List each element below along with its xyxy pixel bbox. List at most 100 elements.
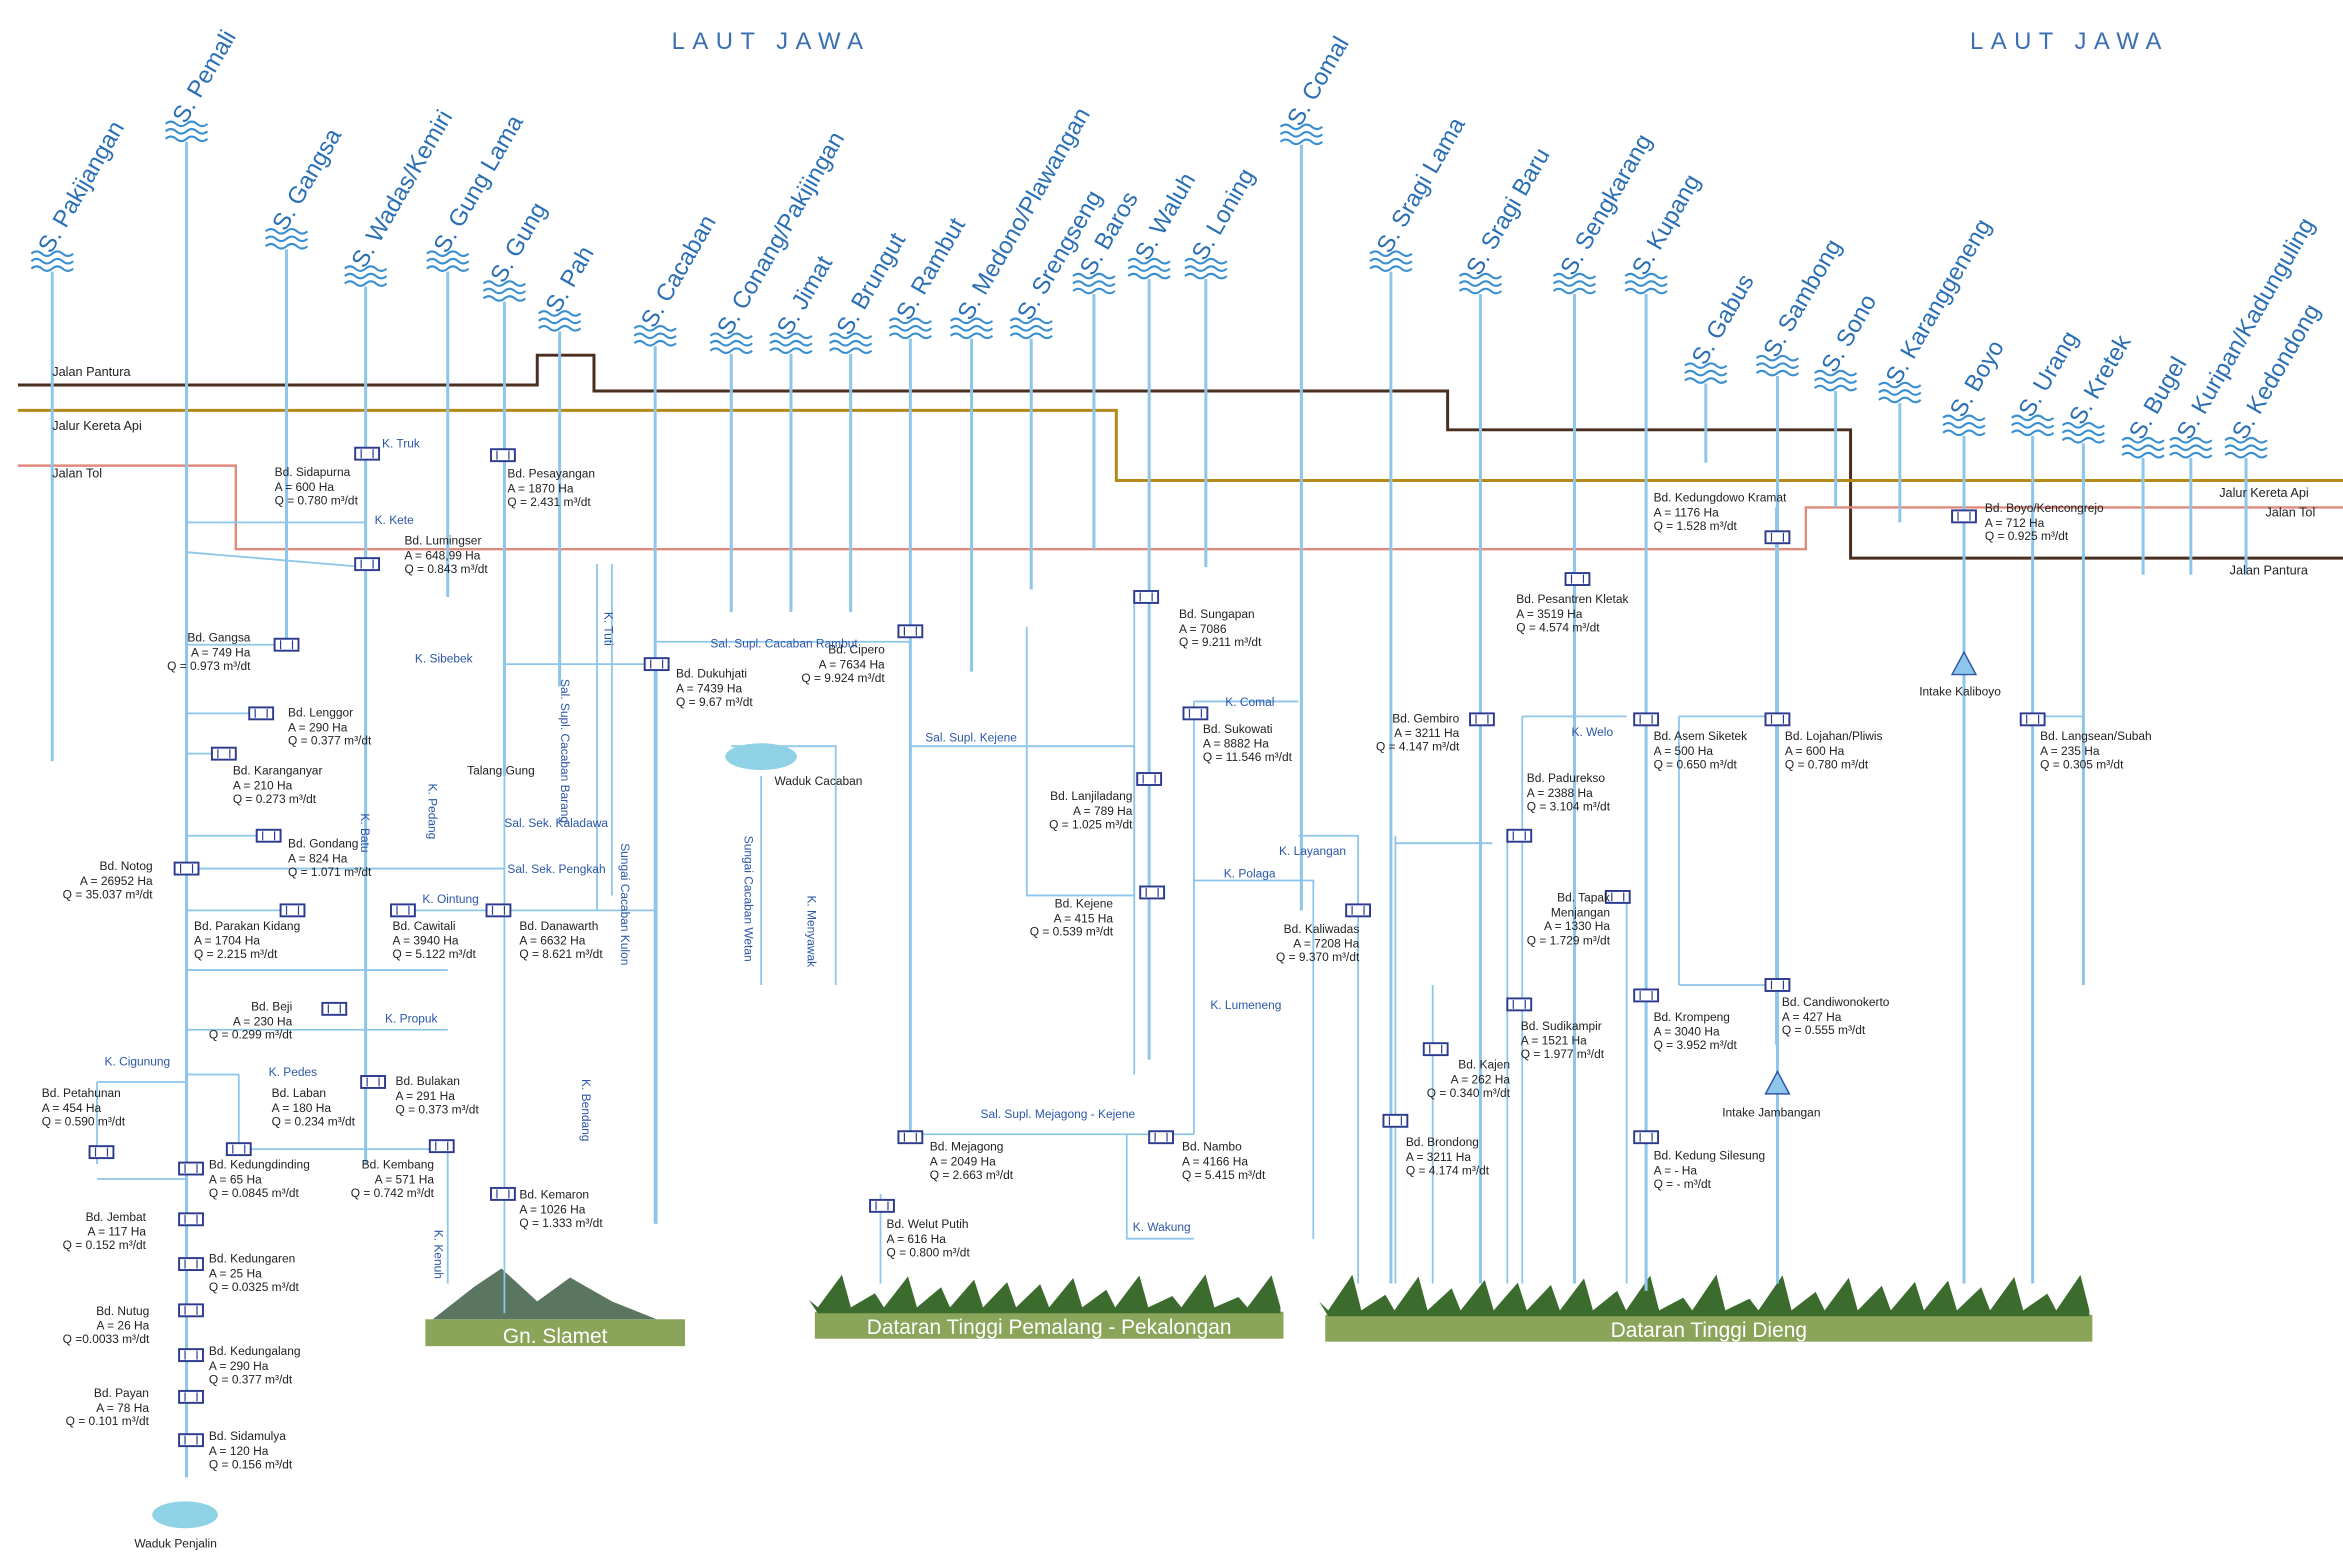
weir-label-line: Bd. Beji [251, 999, 293, 1014]
road-pantura [17, 353, 2343, 560]
road-label-kereta: Jalur Kereta Api [52, 417, 142, 433]
wave-icon [829, 339, 873, 347]
weir-label-line: A = 230 Ha [232, 1014, 293, 1028]
channel-label: K. Pedes [268, 1065, 318, 1080]
weir-label-line: Bd. Gembiro [1392, 711, 1460, 726]
weir-label-line: A = 616 Ha [886, 1231, 946, 1246]
canal-line [1025, 626, 1136, 897]
channel-label: K. Lumeneng [1210, 998, 1282, 1012]
weir-label-line: A = 571 Ha [374, 1172, 435, 1186]
weir-label-line: Bd. Tapak [1557, 890, 1611, 905]
weir-label-line: Q = 4.174 m³/dt [1405, 1164, 1490, 1178]
weir-label-line: A = 1870 Ha [507, 481, 574, 495]
weir-label-line: A = 7634 Ha [818, 657, 885, 671]
weir-label-line: Q = 0.742 m³/dt [350, 1186, 435, 1200]
weir-label-line: Bd. Kedungalang [208, 1344, 301, 1359]
wave-icon [482, 287, 527, 295]
weir-label-line: Q = 1.071 m³/dt [288, 865, 372, 880]
sluice-icon [897, 1130, 924, 1145]
sluice-icon [1422, 1042, 1449, 1057]
place-label: Intake Kaliboyo [1919, 685, 2001, 699]
wave-icon [1942, 414, 1986, 422]
sluice-icon [1764, 712, 1791, 727]
wave-icon [949, 317, 994, 325]
sluice-icon [360, 1075, 387, 1089]
channel-label: K. Wakung [1132, 1220, 1191, 1235]
wave-icon [1458, 287, 1503, 295]
wave-icon [344, 280, 388, 287]
sluice-icon [1133, 590, 1160, 604]
wave-icon [164, 128, 209, 135]
wave-icon [1684, 362, 1728, 369]
weir-label-line: Q = - m³/dt [1653, 1177, 1711, 1191]
wave-icon [426, 257, 470, 265]
weir-label-line: Bd. Kembang [361, 1158, 435, 1172]
weir-label-line: Q = 4.147 m³/dt [1375, 740, 1460, 754]
weir-label-line: Q = 0.0845 m³/dt [208, 1186, 299, 1200]
weir-label-line: A = 3040 Ha [1653, 1024, 1720, 1038]
weir-label-line: Bd. Kajen [1458, 1058, 1511, 1072]
weir-label-line: Q =0.0033 m³/dt [62, 1332, 150, 1347]
weir-label-line: Bd. Kemaron [519, 1187, 590, 1202]
weir-label-line: A = 117 Ha [87, 1224, 146, 1238]
sluice-icon [178, 1212, 204, 1227]
wave-icon [1127, 265, 1171, 272]
channel-label: K. Comal [1225, 695, 1275, 709]
weir-label-line: Q = 0.0325 m³/dt [208, 1280, 299, 1294]
weir-label-line: Q = 9.370 m³/dt [1276, 950, 1360, 965]
wave-icon [482, 280, 527, 287]
weir-label-line: A = 1330 Ha [1543, 919, 1611, 933]
channel-label: K. Kete [374, 513, 414, 527]
wave-icon [1279, 131, 1323, 138]
weir-label-line: Q = 0.234 m³/dt [271, 1114, 355, 1129]
weir-label-line: A = 3940 Ha [392, 933, 459, 947]
sluice-icon [1182, 706, 1209, 721]
wave-icon [769, 339, 813, 347]
channel-label: K. Bendang [579, 1079, 593, 1142]
weir-label-line: Bd. Lojahan/Pliwis [1784, 729, 1883, 744]
canal-line [186, 551, 366, 569]
weir-label-line: Bd. Kedungdowo Kramat [1653, 490, 1787, 505]
sluice-icon [1604, 889, 1631, 904]
weir-label-line: A = 824 Ha [288, 851, 348, 865]
wave-icon [1624, 272, 1668, 280]
road-label-pantura: Jalan Pantura [2229, 562, 2308, 578]
wave-icon [2061, 436, 2105, 444]
weir-label-line: Q = 11.546 m³/dt [1202, 750, 1292, 765]
weir-label-line: A = 210 Ha [232, 778, 293, 792]
weir-label-line: Bd. Lanjiladang [1050, 789, 1133, 803]
wave-icon [1009, 317, 1053, 325]
weir-label-line: Q = 0.156 m³/dt [208, 1458, 293, 1472]
weir-label-line: Q = 2.663 m³/dt [929, 1168, 1014, 1182]
weir-label-line: Q = 35.037 m³/dt [62, 887, 153, 902]
weir-label-line: Q = 8.621 m³/dt [519, 947, 603, 962]
weir-label-line: Q = 2.431 m³/dt [507, 495, 591, 509]
wave-icon [1184, 265, 1228, 272]
weir-label-line: Bd. Langsean/Subah [2040, 729, 2152, 744]
intake-icon [1950, 650, 1978, 676]
road-label-tol: Jalan Tol [52, 465, 103, 481]
weir-label-line: A = 1026 Ha [519, 1202, 586, 1216]
weir-label-line: A = 427 Ha [1781, 1009, 1842, 1024]
weir-label-line: Q = 0.152 m³/dt [62, 1238, 146, 1253]
weir-label-line: Bd. Mejagong [929, 1140, 1004, 1154]
wave-icon [2169, 444, 2213, 451]
region-label: Gn. Slamet [502, 1323, 608, 1348]
wave-icon [1878, 389, 1922, 396]
canal-line [1193, 879, 1315, 1239]
sluice-icon [210, 746, 237, 761]
